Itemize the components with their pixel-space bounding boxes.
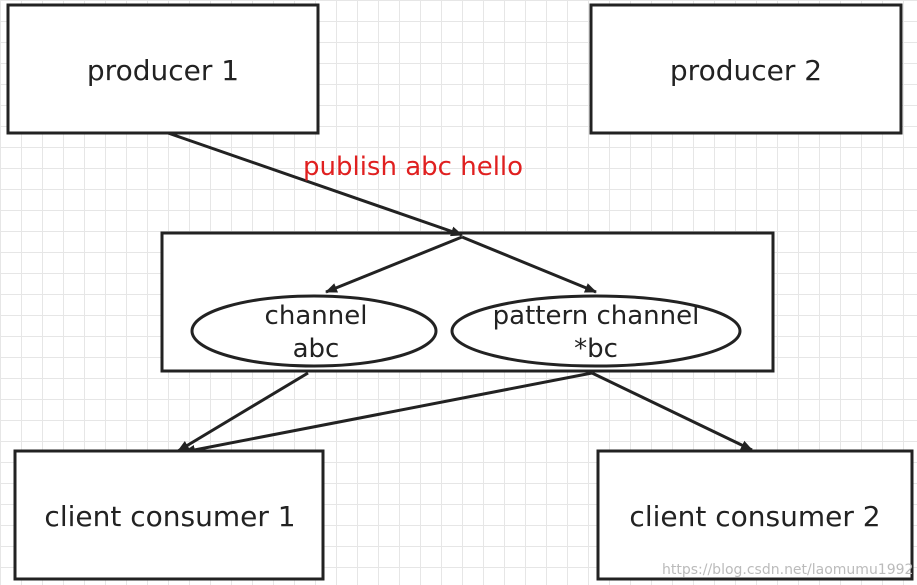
pattern-channel-label-line1: pattern channel [493,301,700,331]
node-client-consumer-1[interactable]: client consumer 1 [13,449,325,581]
node-client-consumer-2[interactable]: client consumer 2 [596,449,914,581]
edge-pattern-to-consumer2 [591,371,753,452]
client-consumer-1-box [13,449,325,581]
node-producer-1[interactable]: producer 1 [6,3,320,135]
client-consumer-2-box [596,449,914,581]
pattern-channel-ellipse [450,294,742,368]
producer-1-label: producer 1 [87,54,239,87]
channel-abc-label-line2: abc [293,334,340,364]
node-channel-abc[interactable]: channel abc [190,294,438,368]
node-producer-2[interactable]: producer 2 [589,3,903,135]
node-pattern-channel[interactable]: pattern channel *bc [450,294,742,368]
edge-producer1-to-server [167,131,463,237]
watermark-text: https://blog.csdn.net/laomumu1992 [662,562,913,578]
producer-2-label: producer 2 [670,54,822,87]
edge-to-pattern-channel [461,235,597,294]
pattern-channel-label-line2: *bc [574,334,618,364]
producer-1-box [6,3,320,135]
edge-channel-to-consumer1 [177,371,309,453]
edge-label-publish: publish abc hello [303,152,523,182]
client-consumer-2-label: client consumer 2 [629,500,880,533]
channel-abc-ellipse [190,294,438,368]
edge-pattern-to-consumer1 [183,371,593,455]
client-consumer-1-label: client consumer 1 [44,500,295,533]
channel-abc-label-line1: channel [265,301,368,331]
producer-2-box [589,3,903,135]
edge-to-channel [325,235,463,294]
